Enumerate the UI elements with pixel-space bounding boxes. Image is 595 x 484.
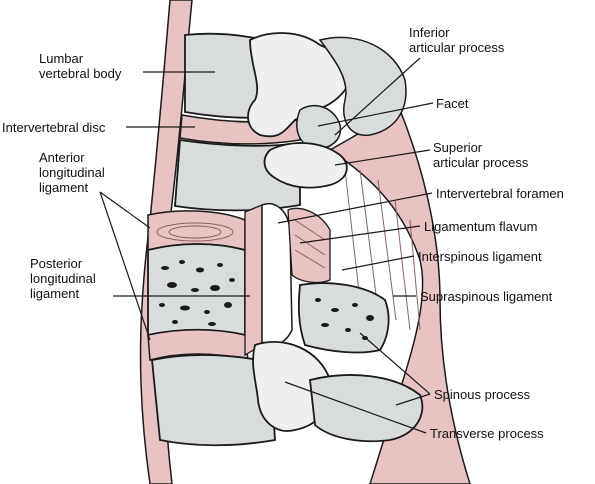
lower-transverse-process [252,341,332,432]
label-supraspinous-ligament: Supraspinous ligament [420,289,553,304]
label-posterior-longitudinal-ligament: Posterior longitudinal ligament [30,256,96,301]
facet-joint [296,104,342,149]
leader-interspinous [341,255,415,271]
label-ligamentum-flavum: Ligamentum flavum [424,219,538,234]
leader-superior-articular [334,149,431,166]
leader-spinous-b [395,393,431,406]
label-transverse-process: Transverse process [430,426,544,441]
leader-transverse [284,381,427,434]
upper-articular-processes [247,32,350,138]
leader-inferior-articular [334,57,421,136]
label-interspinous-ligament: Interspinous ligament [418,249,542,264]
label-intervertebral-disc: Intervertebral disc [2,120,106,135]
upper-spinous-region [318,36,407,136]
leader-anterior-ligament-a [99,191,151,229]
leader-ligamentum-flavum [299,225,421,244]
lower-spinous-process [309,374,424,443]
label-superior-articular-process: Superior articular process [433,140,529,170]
leader-spinous-a [359,332,431,395]
leader-facet [317,102,434,127]
leader-intervertebral-foramen [277,192,433,224]
lower-vertebral-body [151,354,276,447]
cancellous-bone-dots [159,260,235,326]
ligamentum-flavum [287,207,331,284]
superior-articular-process [263,142,348,189]
disc-rings [156,222,234,242]
leader-anterior-ligament-b [99,191,151,341]
label-intervertebral-foramen: Intervertebral foramen [436,186,564,201]
label-anterior-longitudinal-ligament: Anterior longitudinal ligament [39,150,105,195]
label-lumbar-vertebral-body: Lumbar vertebral body [39,51,122,81]
label-facet: Facet [436,96,469,111]
label-inferior-articular-process: Inferior articular process [409,25,505,55]
label-spinous-process: Spinous process [434,387,531,402]
